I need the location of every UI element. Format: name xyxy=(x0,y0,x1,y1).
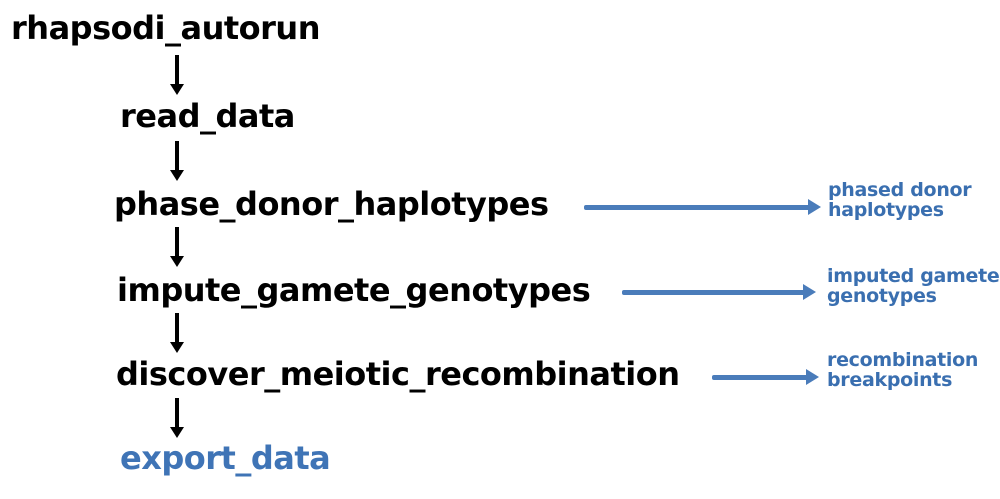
down-arrow-icon xyxy=(170,313,184,353)
right-arrow-icon xyxy=(584,199,821,215)
node-discover-meiotic-recombination: discover_meiotic_recombination xyxy=(116,355,680,393)
right-arrow-icon xyxy=(712,369,819,385)
node-phase-donor-haplotypes: phase_donor_haplotypes xyxy=(114,185,549,223)
down-arrow-icon xyxy=(170,55,184,95)
node-export-data: export_data xyxy=(120,439,331,477)
output-label-phased-donor-haplotypes: phased donor haplotypes xyxy=(828,179,972,221)
node-read-data: read_data xyxy=(120,97,295,135)
output-label-imputed-gamete-genotypes: imputed gamete genotypes xyxy=(827,265,1000,307)
output-label-recombination-breakpoints: recombination breakpoints xyxy=(827,349,979,391)
down-arrow-icon xyxy=(170,141,184,181)
node-rhapsodi-autorun: rhapsodi_autorun xyxy=(11,9,320,47)
right-arrow-icon xyxy=(622,284,816,300)
down-arrow-icon xyxy=(170,398,184,438)
node-impute-gamete-genotypes: impute_gamete_genotypes xyxy=(117,271,591,309)
down-arrow-icon xyxy=(170,227,184,267)
